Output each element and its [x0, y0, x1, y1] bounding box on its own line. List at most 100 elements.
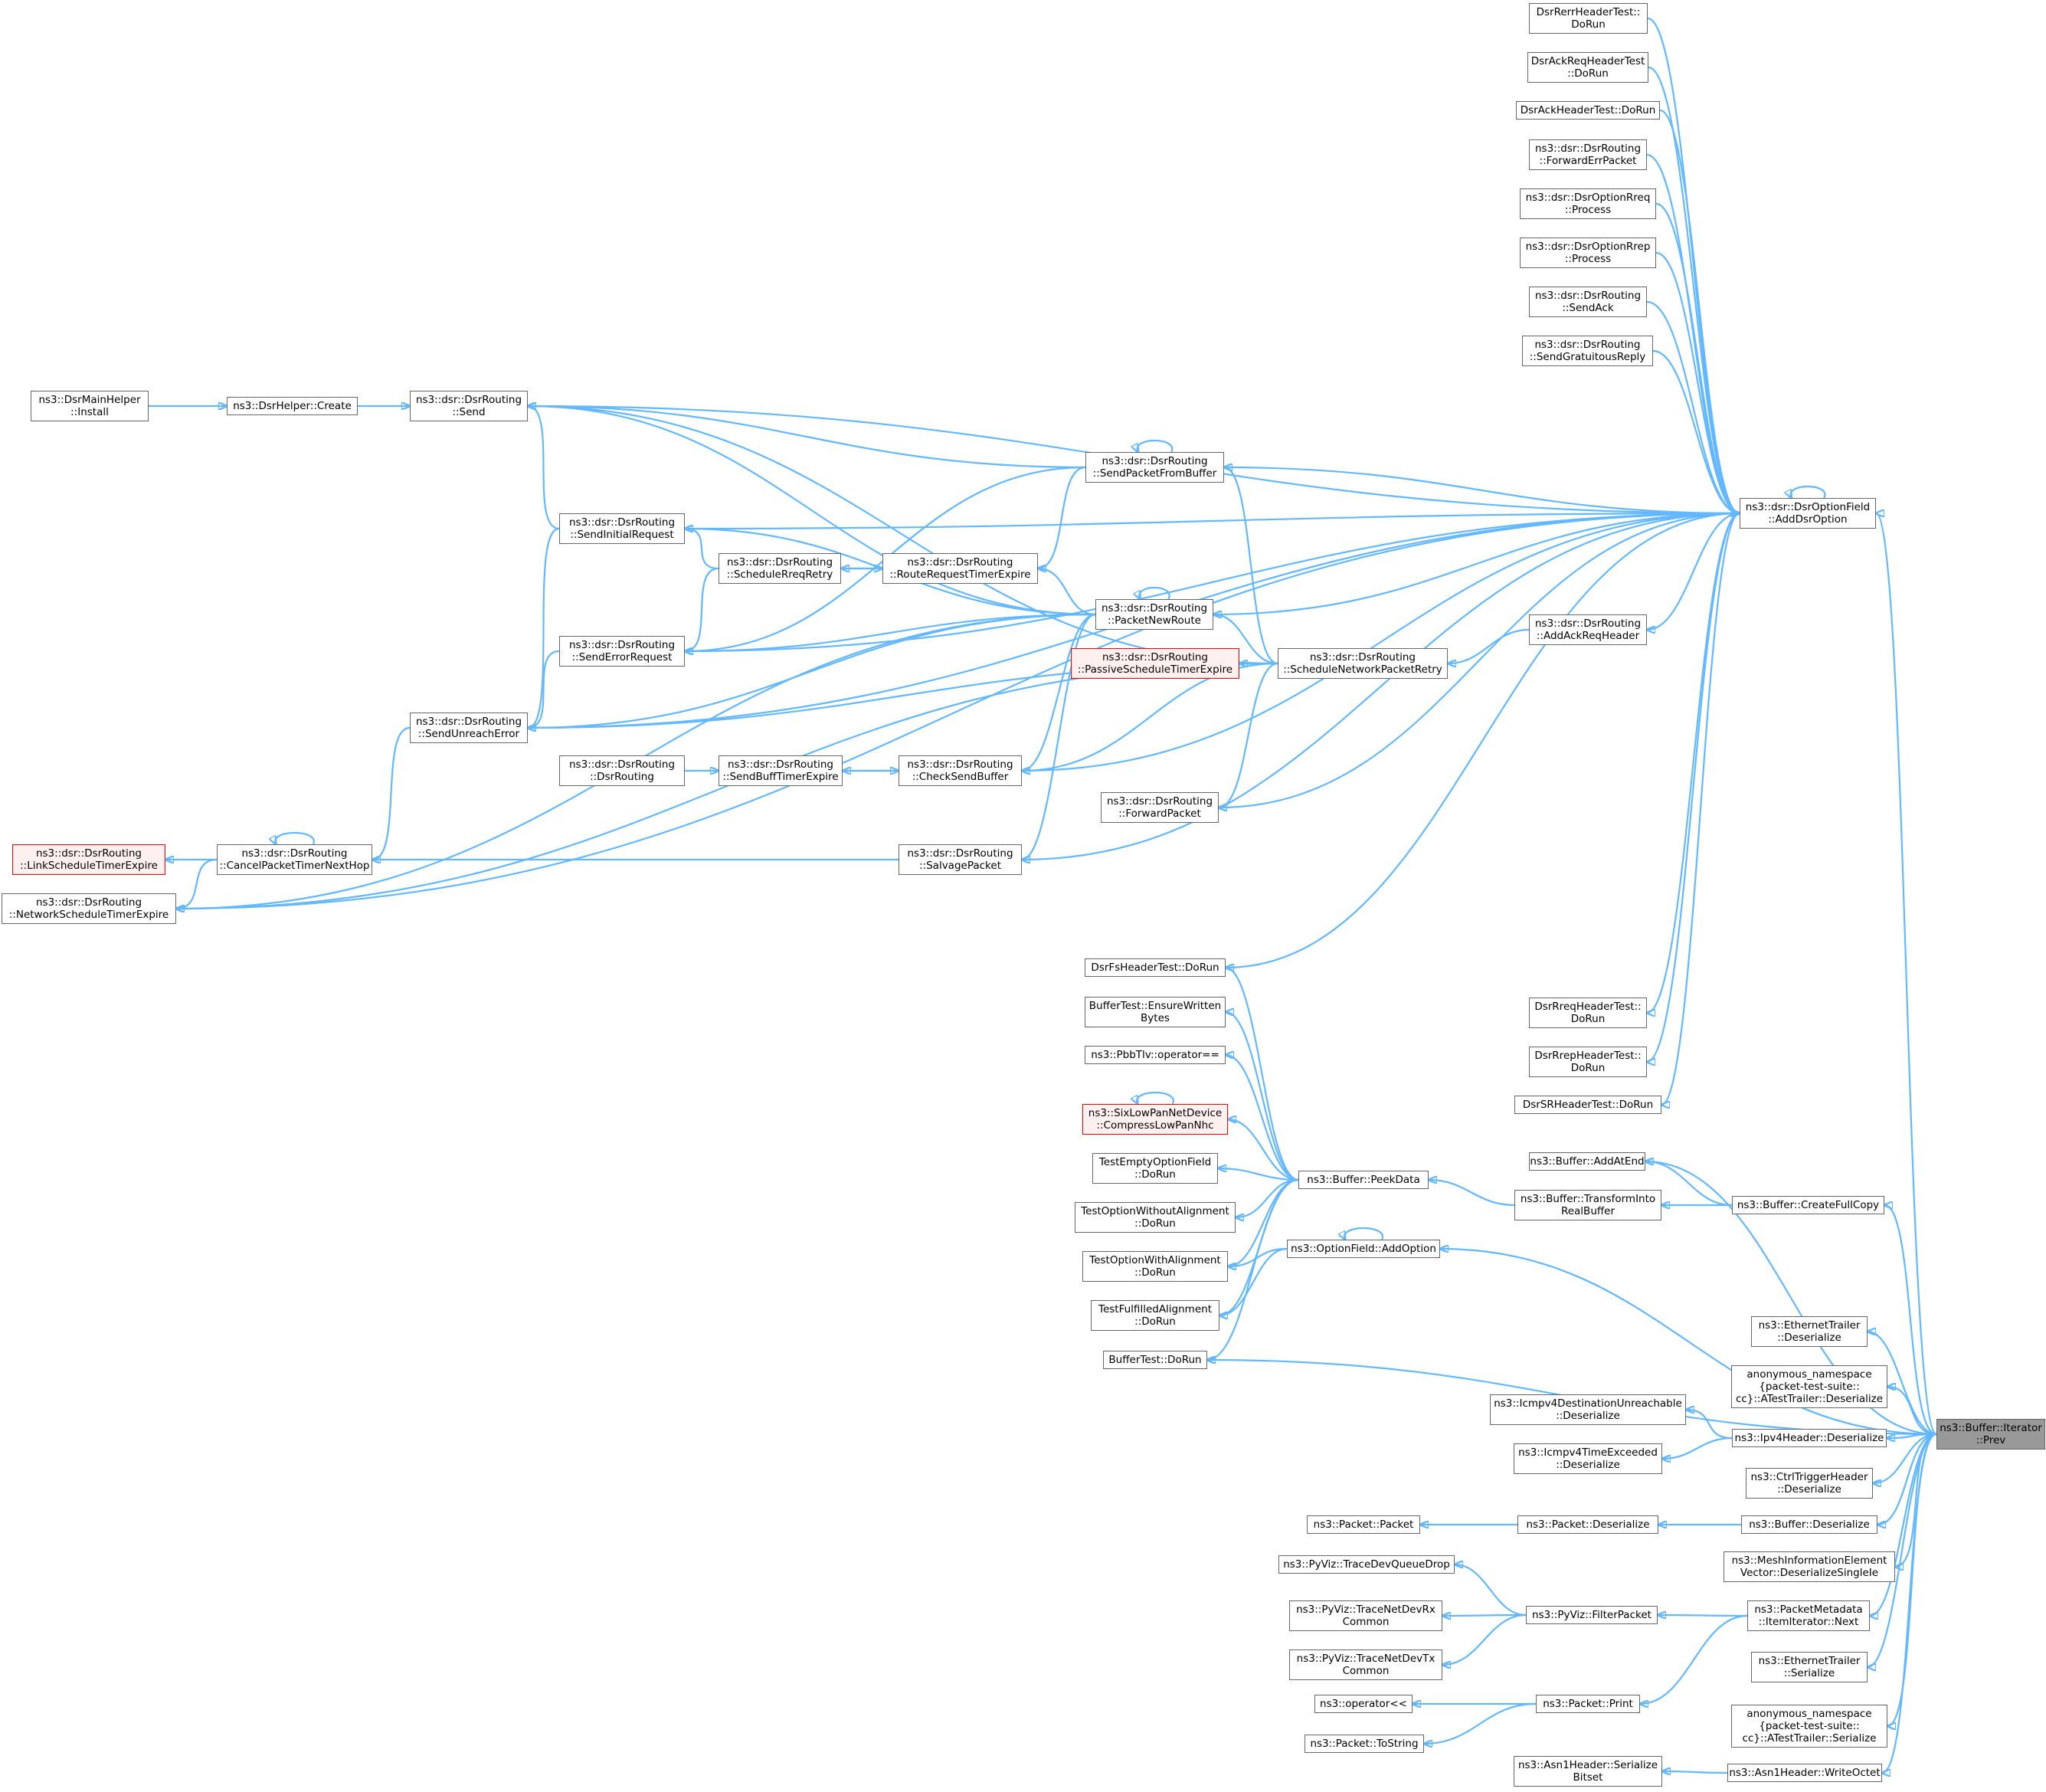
node-rreq-test[interactable]: DsrRreqHeaderTest:: DoRun	[1529, 998, 1647, 1028]
node-sue[interactable]: ns3::dsr::DsrRouting ::SendUnreachError	[410, 713, 528, 743]
node-ewb[interactable]: BufferTest::EnsureWritten Bytes	[1085, 997, 1226, 1027]
node-ndtx[interactable]: ns3::PyViz::TraceNetDevTx Common	[1289, 1649, 1442, 1680]
edge-prev-to-eth-deser	[1868, 1332, 1937, 1436]
node-ackreq-test[interactable]: DsrAckReqHeaderTest ::DoRun	[1527, 52, 1648, 83]
edge-pnr-to-rrte	[1038, 568, 1096, 616]
node-addatend[interactable]: ns3::Buffer::AddAtEnd	[1529, 1152, 1645, 1171]
node-srr[interactable]: ns3::dsr::DsrRouting ::ScheduleRreqRetry	[719, 553, 841, 584]
node-buf-deser[interactable]: ns3::Buffer::Deserialize	[1741, 1515, 1877, 1534]
node-tfa[interactable]: TestFulfilledAlignment ::DoRun	[1091, 1300, 1219, 1331]
node-bt-dorun[interactable]: BufferTest::DoRun	[1103, 1351, 1207, 1369]
node-aarh[interactable]: ns3::dsr::DsrRouting ::AddAckReqHeader	[1529, 614, 1647, 645]
node-eth-deser[interactable]: ns3::EthernetTrailer ::Deserialize	[1751, 1316, 1868, 1347]
node-pkt-deser[interactable]: ns3::Packet::Deserialize	[1517, 1515, 1658, 1534]
node-sir[interactable]: ns3::dsr::DsrRouting ::SendInitialReques…	[559, 513, 685, 544]
node-send-ack[interactable]: ns3::dsr::DsrRouting ::SendAck	[1529, 287, 1647, 317]
node-eth-ser[interactable]: ns3::EthernetTrailer ::Serialize	[1751, 1652, 1868, 1682]
edge-self-spfb	[1138, 440, 1174, 452]
node-pkt-pkt[interactable]: ns3::Packet::Packet	[1307, 1515, 1420, 1534]
node-forward-err[interactable]: ns3::dsr::DsrRouting ::ForwardErrPacket	[1529, 139, 1647, 170]
node-pnr[interactable]: ns3::dsr::DsrRouting ::PacketNewRoute	[1095, 599, 1213, 630]
node-snpr[interactable]: ns3::dsr::DsrRouting ::ScheduleNetworkPa…	[1278, 648, 1448, 679]
node-trb[interactable]: ns3::Buffer::TransformInto RealBuffer	[1514, 1190, 1661, 1220]
node-addoption[interactable]: ns3::OptionField::AddOption	[1287, 1240, 1440, 1258]
node-ndrx[interactable]: ns3::PyViz::TraceNetDevRx Common	[1289, 1600, 1442, 1631]
node-ipv4-deser[interactable]: ns3::Ipv4Header::Deserialize	[1732, 1429, 1887, 1447]
node-rreq-process[interactable]: ns3::dsr::DsrOptionRreq ::Process	[1520, 188, 1656, 219]
node-send[interactable]: ns3::dsr::DsrRouting ::Send	[410, 391, 528, 421]
edge-prev-to-asn-octet	[1882, 1433, 1937, 1773]
node-helper-create[interactable]: ns3::DsrHelper::Create	[227, 397, 358, 415]
node-asn-bitset[interactable]: ns3::Asn1Header::Serialize Bitset	[1514, 1756, 1662, 1787]
edge-add-dsr-option-to-ser	[685, 512, 1740, 651]
node-anon-ser[interactable]: anonymous_namespace {packet-test-suite::…	[1731, 1705, 1887, 1748]
node-tostring[interactable]: ns3::Packet::ToString	[1305, 1735, 1424, 1753]
node-csb[interactable]: ns3::dsr::DsrRouting ::CheckSendBuffer	[899, 755, 1022, 786]
node-sr-test[interactable]: DsrSRHeaderTest::DoRun	[1514, 1096, 1661, 1114]
node-icmp-time[interactable]: ns3::Icmpv4TimeExceeded ::Deserialize	[1514, 1443, 1662, 1474]
node-prev[interactable]: ns3::Buffer::Iterator ::Prev	[1936, 1419, 2045, 1450]
edge-aarh-to-snpr	[1448, 628, 1530, 663]
edge-srr-to-sir	[685, 529, 719, 570]
edge-filter-to-qdrop	[1455, 1564, 1527, 1617]
node-main-install[interactable]: ns3::DsrMainHelper ::Install	[31, 391, 149, 421]
node-send-grat[interactable]: ns3::dsr::DsrRouting ::SendGratuitousRep…	[1522, 336, 1653, 366]
edge-addoption-to-twa	[1228, 1247, 1288, 1266]
node-icmp-unreach[interactable]: ns3::Icmpv4DestinationUnreachable ::Dese…	[1490, 1394, 1686, 1425]
node-qdrop[interactable]: ns3::PyViz::TraceDevQueueDrop	[1278, 1555, 1455, 1574]
edge-prev-to-addoption	[1440, 1249, 1937, 1436]
node-dsrrouting[interactable]: ns3::dsr::DsrRouting ::DsrRouting	[559, 755, 685, 786]
edge-pnr-to-send	[528, 406, 1096, 616]
node-twa[interactable]: TestOptionWithAlignment ::DoRun	[1082, 1251, 1228, 1282]
node-twoa[interactable]: TestOptionWithoutAlignment ::DoRun	[1075, 1202, 1236, 1233]
node-rrep-test[interactable]: DsrRrepHeaderTest:: DoRun	[1529, 1047, 1647, 1077]
node-pkt-print[interactable]: ns3::Packet::Print	[1536, 1695, 1640, 1713]
edge-prev-to-eth-ser	[1868, 1433, 1937, 1667]
node-pbb[interactable]: ns3::PbbTlv::operator==	[1085, 1046, 1226, 1064]
node-pmnext[interactable]: ns3::PacketMetadata ::ItemIterator::Next	[1747, 1600, 1870, 1631]
node-fs-test[interactable]: DsrFsHeaderTest::DoRun	[1085, 958, 1226, 977]
node-pste[interactable]: ns3::dsr::DsrRouting ::PassiveScheduleTi…	[1071, 648, 1239, 679]
node-mesh[interactable]: ns3::MeshInformationElement Vector::Dese…	[1724, 1551, 1895, 1582]
edge-snpr-to-pnr	[1213, 614, 1278, 665]
node-spfb[interactable]: ns3::dsr::DsrRouting ::SendPacketFromBuf…	[1085, 452, 1224, 483]
node-op-lshift[interactable]: ns3::operator<<	[1314, 1695, 1413, 1713]
edge-add-dsr-option-to-spfb	[1224, 467, 1740, 515]
node-cfc[interactable]: ns3::Buffer::CreateFullCopy	[1732, 1196, 1884, 1214]
node-rrep-process[interactable]: ns3::dsr::DsrOptionRrep ::Process	[1520, 238, 1656, 268]
edge-prev-to-ctrl-deser	[1873, 1433, 1937, 1483]
node-asn-octet[interactable]: ns3::Asn1Header::WriteOctet	[1727, 1764, 1882, 1782]
node-rerr-test[interactable]: DsrRerrHeaderTest:: DoRun	[1529, 3, 1648, 34]
edge-trb-to-peek	[1429, 1180, 1515, 1207]
node-peek[interactable]: ns3::Buffer::PeekData	[1298, 1171, 1429, 1189]
edge-add-dsr-option-to-aarh	[1647, 512, 1740, 630]
edge-ack-test-to-add-dsr-option	[1659, 109, 1740, 513]
node-rrte[interactable]: ns3::dsr::DsrRouting ::RouteRequestTimer…	[882, 553, 1038, 584]
node-anon-deser[interactable]: anonymous_namespace {packet-test-suite::…	[1731, 1365, 1887, 1408]
edge-add-dsr-option-to-rrep-test	[1647, 512, 1740, 1062]
node-fp[interactable]: ns3::dsr::DsrRouting ::ForwardPacket	[1101, 792, 1219, 823]
node-nste[interactable]: ns3::dsr::DsrRouting ::NetworkScheduleTi…	[2, 893, 176, 924]
edge-prev-to-pmnext	[1870, 1433, 1937, 1616]
node-lste[interactable]: ns3::dsr::DsrRouting ::LinkScheduleTimer…	[12, 844, 165, 875]
node-cptnh[interactable]: ns3::dsr::DsrRouting ::CancelPacketTimer…	[217, 844, 372, 875]
edge-rreq-process-to-add-dsr-option	[1655, 202, 1740, 513]
edge-ackreq-test-to-add-dsr-option	[1648, 66, 1740, 513]
edge-self-cptnh	[275, 832, 315, 844]
node-ack-test[interactable]: DsrAckHeaderTest::DoRun	[1516, 101, 1660, 120]
node-ctrl-deser[interactable]: ns3::CtrlTriggerHeader ::Deserialize	[1746, 1468, 1873, 1499]
edge-pmnext-to-filter	[1658, 1615, 1748, 1616]
node-ser[interactable]: ns3::dsr::DsrRouting ::SendErrorRequest	[559, 636, 685, 667]
node-filter[interactable]: ns3::PyViz::FilterPacket	[1526, 1606, 1658, 1624]
edge-rrep-process-to-add-dsr-option	[1655, 251, 1740, 513]
edge-add-dsr-option-to-csb	[1022, 512, 1740, 771]
node-sbte[interactable]: ns3::dsr::DsrRouting ::SendBuffTimerExpi…	[719, 755, 843, 786]
edge-peek-to-teof	[1218, 1168, 1299, 1181]
node-sixlow[interactable]: ns3::SixLowPanNetDevice ::CompressLowPan…	[1082, 1104, 1228, 1135]
edge-prev-to-buf-deser	[1877, 1433, 1937, 1525]
node-add-dsr-option[interactable]: ns3::dsr::DsrOptionField ::AddDsrOption	[1740, 498, 1876, 529]
node-sp[interactable]: ns3::dsr::DsrRouting ::SalvagePacket	[899, 844, 1022, 875]
node-teof[interactable]: TestEmptyOptionField ::DoRun	[1092, 1153, 1218, 1184]
edge-pnr-to-ser	[685, 613, 1096, 651]
edge-cfc-to-addatend	[1645, 1161, 1733, 1207]
